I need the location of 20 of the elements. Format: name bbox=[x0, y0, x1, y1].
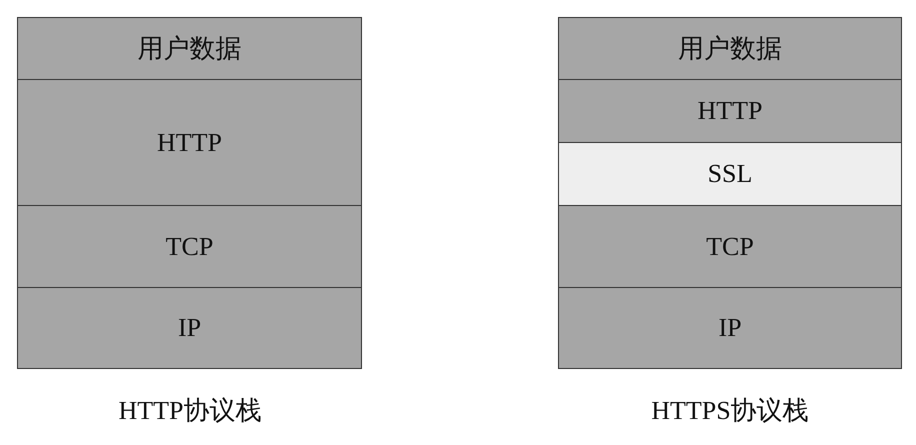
protocol-layer-box bbox=[17, 79, 362, 206]
layer-name: TCP bbox=[706, 232, 754, 262]
stack-caption: HTTPS协议栈 bbox=[651, 395, 809, 427]
layer-name: IP bbox=[718, 313, 742, 343]
protocol-layer-box bbox=[558, 205, 902, 288]
protocol-layer-box bbox=[558, 79, 902, 143]
protocol-layer-box bbox=[17, 17, 362, 80]
protocol-layer-box bbox=[17, 287, 362, 369]
layer-name: HTTP bbox=[157, 128, 222, 158]
layer-name: HTTP bbox=[698, 96, 762, 126]
protocol-layer-box bbox=[558, 142, 902, 206]
layer-name: SSL bbox=[708, 159, 752, 189]
protocol-layer-box bbox=[558, 287, 902, 369]
layer-name: IP bbox=[178, 313, 202, 343]
protocol-layer-box bbox=[558, 17, 902, 80]
stack-caption: HTTP协议栈 bbox=[118, 395, 262, 427]
layer-name: 用户数据 bbox=[678, 33, 782, 65]
layer-name: 用户数据 bbox=[138, 33, 242, 65]
layer-name: TCP bbox=[166, 232, 214, 262]
protocol-layer-box bbox=[17, 205, 362, 288]
